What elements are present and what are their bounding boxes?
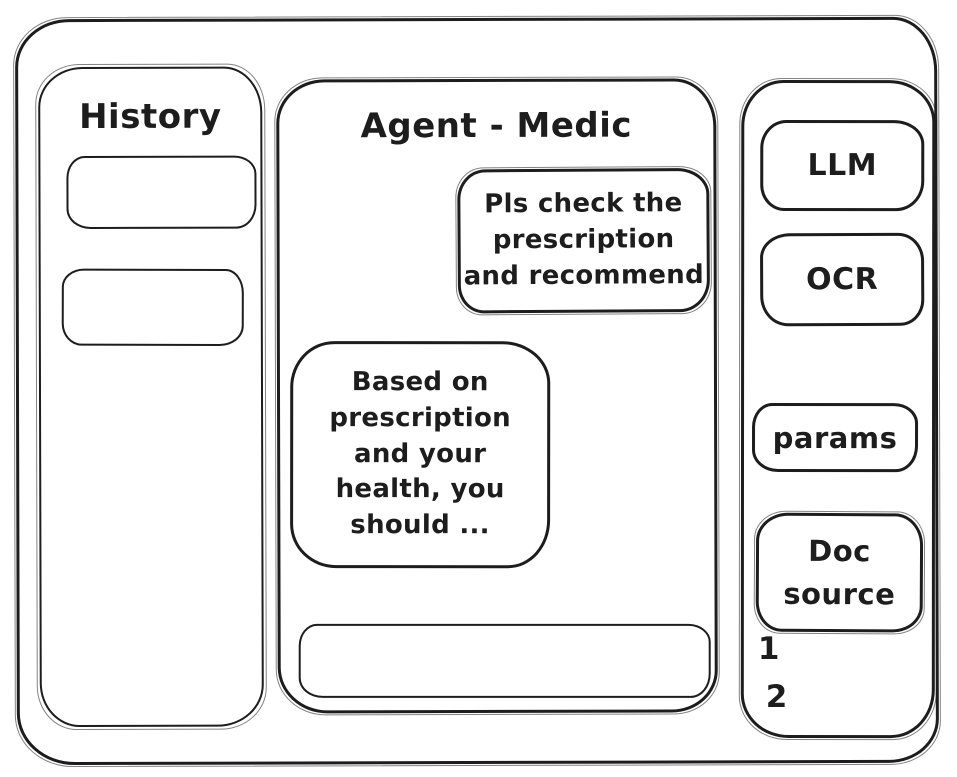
doc-source-item-1[interactable]: 1 [757,630,780,668]
app-window-frame: History Agent - Medic Pls check the pres… [15,16,939,766]
ocr-button[interactable]: OCR [759,232,925,327]
llm-button[interactable]: LLM [760,119,925,212]
doc-source-button[interactable]: Doc source [755,512,924,633]
history-panel: History [38,66,264,728]
tools-panel: LLM OCR params Doc source 1 2 [740,79,936,739]
assistant-message-text: Based on prescription and your health, y… [329,366,512,541]
user-message-bubble: Pls check the prescription and recommend [457,167,711,314]
chat-title: Agent - Medic [360,105,633,147]
history-item-box[interactable] [61,268,244,347]
params-button[interactable]: params [751,402,919,473]
history-title: History [79,96,222,138]
assistant-message-bubble: Based on prescription and your health, y… [290,341,551,569]
chat-panel: Agent - Medic Pls check the prescription… [276,78,718,714]
doc-source-item-2[interactable]: 2 [765,678,788,716]
history-item-box[interactable] [66,155,257,230]
user-message-text: Pls check the prescription and recommend [463,188,705,292]
chat-input[interactable] [298,623,711,698]
